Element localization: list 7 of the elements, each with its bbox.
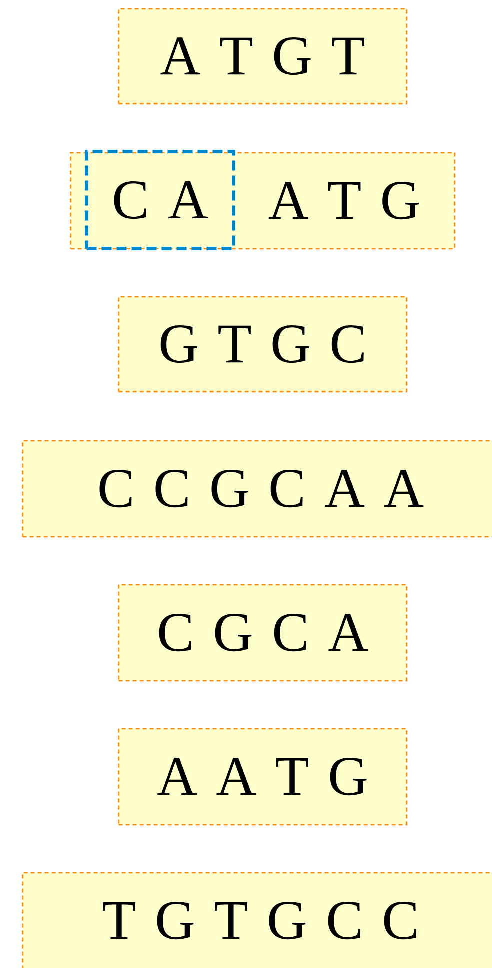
sequence-box: T G T G C C bbox=[22, 872, 492, 968]
sequence-box: A A T G bbox=[118, 728, 408, 826]
sequence-box: C G C A bbox=[118, 584, 408, 682]
sequence-box: G T G C bbox=[118, 296, 408, 393]
highlight-box: C A bbox=[85, 150, 236, 250]
sequence-box: A T G T bbox=[118, 8, 408, 105]
sequence-box: C C G C A A bbox=[22, 440, 492, 538]
